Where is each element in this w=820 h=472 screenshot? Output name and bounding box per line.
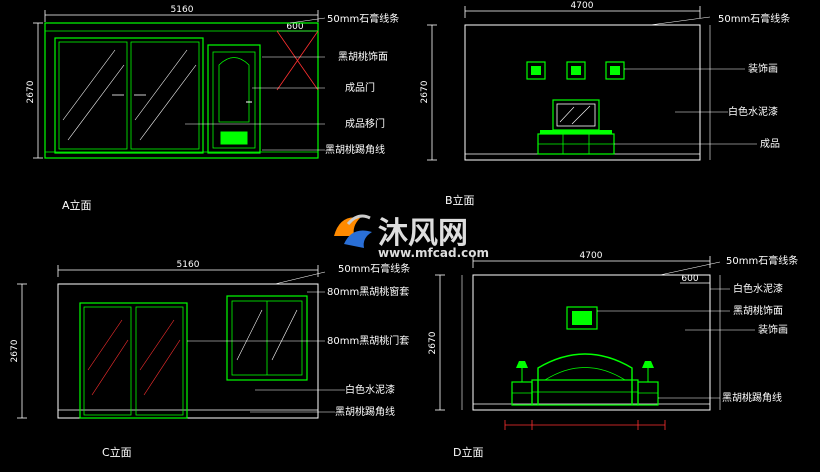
c-height-dimension: 2670 <box>10 339 20 362</box>
b-label-painting: 装饰画 <box>748 62 778 75</box>
a-label-sliding-door: 成品移门 <box>345 117 385 130</box>
b-height-dimension: 2670 <box>420 80 430 103</box>
elevation-c: 5160 2670 50mm石膏线条 80mm黑胡桃窗套 80mm黑胡桃门套 白… <box>10 260 410 459</box>
c-label-skirting: 黑胡桃踢角线 <box>335 405 395 418</box>
a-label-skirting: 黑胡桃踢角线 <box>325 143 385 156</box>
d-label-walnut-veneer: 黑胡桃饰面 <box>733 304 783 317</box>
elevation-d: 4700 2670 600 <box>428 251 798 459</box>
b-label-plaster-line: 50mm石膏线条 <box>718 12 790 25</box>
c-width-dimension: 5160 <box>177 260 200 270</box>
a-height-dimension: 2670 <box>26 80 36 103</box>
c-label-door-frame: 80mm黑胡桃门套 <box>327 334 409 347</box>
d-panel-title: D立面 <box>453 445 483 459</box>
c-panel-title: C立面 <box>102 445 132 459</box>
watermark-url: www.mfcad.com <box>378 246 489 260</box>
b-label-white-paint: 白色水泥漆 <box>728 105 778 118</box>
a-panel-title: A立面 <box>62 198 92 212</box>
d-sub-dimension: 600 <box>681 274 698 284</box>
watermark-brand: 沐风网 <box>378 216 468 251</box>
elevation-a: 5160 2670 600 <box>26 5 399 212</box>
b-width-dimension: 4700 <box>571 1 594 11</box>
d-label-painting: 装饰画 <box>758 323 788 336</box>
a-label-walnut-veneer: 黑胡桃饰面 <box>338 50 388 63</box>
d-height-dimension: 2670 <box>428 331 438 354</box>
d-width-dimension: 4700 <box>580 251 603 261</box>
a-label-plaster-line: 50mm石膏线条 <box>327 12 399 25</box>
a-width-dimension: 5160 <box>171 5 194 15</box>
d-label-skirting: 黑胡桃踢角线 <box>722 391 782 404</box>
watermark-logo-icon <box>334 214 372 248</box>
a-label-finished-door: 成品门 <box>345 81 375 94</box>
elevation-b: 4700 2670 50mm石膏线条 装饰画 白色水泥漆 成品 B立面 <box>420 1 790 207</box>
c-label-window-frame: 80mm黑胡桃窗套 <box>327 285 409 298</box>
b-label-finished: 成品 <box>760 138 780 150</box>
d-label-white-paint: 白色水泥漆 <box>733 282 783 295</box>
c-label-plaster-line: 50mm石膏线条 <box>338 262 410 275</box>
c-label-white-paint: 白色水泥漆 <box>345 383 395 396</box>
watermark: 沐风网 www.mfcad.com <box>334 214 489 260</box>
b-panel-title: B立面 <box>445 193 475 207</box>
d-label-plaster-line: 50mm石膏线条 <box>726 254 798 267</box>
a-sub-dimension: 600 <box>286 22 303 32</box>
